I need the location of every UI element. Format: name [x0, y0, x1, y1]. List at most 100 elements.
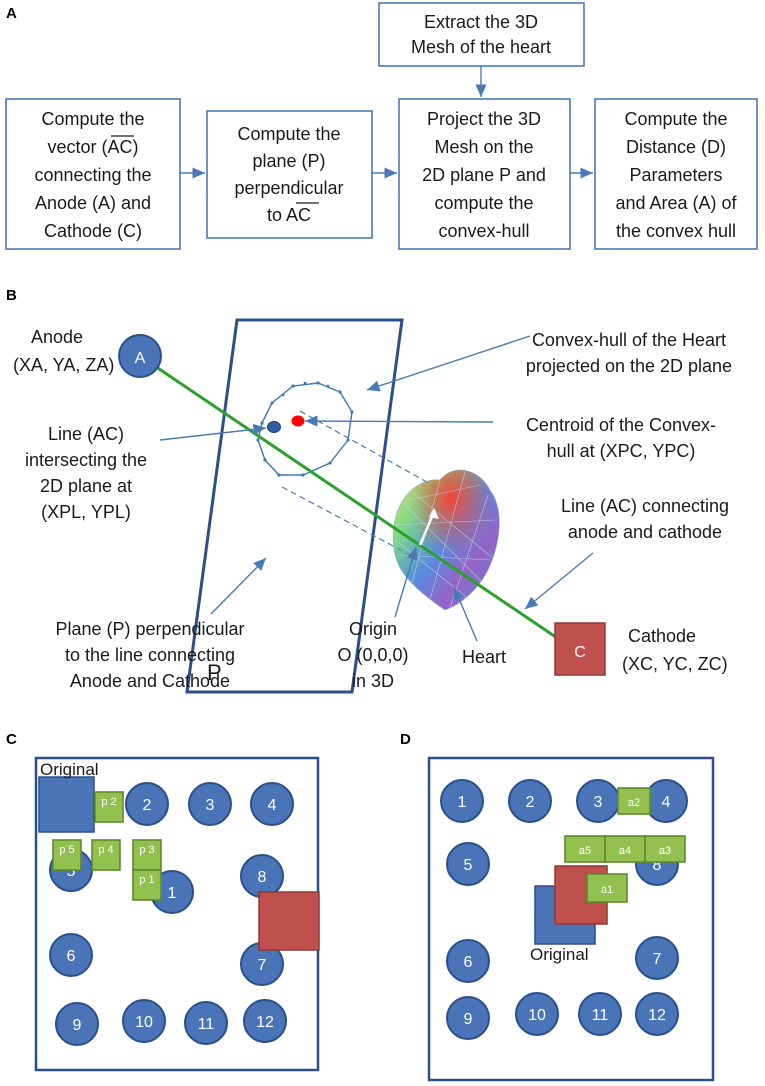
plane-label-1: Plane (P) perpendicular — [55, 619, 244, 639]
electrode-d-9 — [446, 996, 490, 1040]
panel-d-positions: a2 a5 a4 a3 a1 — [564, 787, 686, 903]
svg-text:5: 5 — [464, 857, 473, 874]
plane-label-2: to the line connecting — [65, 645, 235, 665]
box4-line-1: Compute the — [624, 109, 727, 129]
intersect-label-1: Line (AC) — [48, 424, 124, 444]
svg-text:8: 8 — [653, 857, 662, 874]
box2-line-2: plane (P) — [252, 151, 325, 171]
box3-line-4: compute the — [434, 193, 533, 213]
cathode-square — [554, 622, 606, 676]
box1-line-1: Compute the — [41, 109, 144, 129]
flow-top-line-2: Mesh of the heart — [411, 37, 551, 57]
box4-line-2: Distance (D) — [626, 137, 726, 157]
flow-box-compute-vector: Compute the vector (AC) connecting the A… — [5, 98, 181, 250]
svg-text:a3: a3 — [659, 845, 671, 857]
electrode-c-11 — [184, 1001, 228, 1045]
line-label-1: Line (AC) connecting — [561, 496, 729, 516]
origin-label-2: O (0,0,0) — [337, 645, 408, 665]
svg-text:3: 3 — [206, 797, 215, 814]
svg-text:a5: a5 — [579, 845, 591, 857]
box4-line-4: and Area (A) of — [615, 193, 737, 213]
plane-letter: P — [207, 660, 222, 685]
heart-mesh — [392, 469, 500, 611]
projection-line-2 — [281, 486, 411, 556]
position-p4 — [91, 839, 121, 871]
origin-label-1: Origin — [349, 619, 397, 639]
panel-c-electrodes: 2 3 4 8 5 1 6 7 9 10 11 12 — [49, 782, 294, 1046]
svg-text:7: 7 — [653, 951, 662, 968]
position-p5 — [52, 839, 82, 871]
flow-box-extract-mesh: Extract the 3D Mesh of the heart — [378, 2, 585, 67]
panel-label-c: C — [6, 731, 17, 748]
svg-text:9: 9 — [73, 1017, 82, 1034]
svg-text:a1: a1 — [601, 884, 613, 896]
centroid-callout-arrow — [304, 415, 494, 427]
hull-label-1: Convex-hull of the Heart — [532, 330, 726, 350]
electrode-c-3 — [188, 782, 232, 826]
intersection-point — [267, 421, 281, 433]
position-a4 — [604, 835, 646, 863]
centroid-point — [291, 415, 305, 427]
flow-box-project-mesh: Project the 3D Mesh on the 2D plane P an… — [398, 98, 571, 250]
centroid-label-2: hull at (XPC, YPC) — [547, 441, 696, 461]
box4-line-5: the convex hull — [616, 221, 736, 241]
svg-text:2: 2 — [143, 797, 152, 814]
svg-text:p 1: p 1 — [139, 874, 154, 886]
hull-label-2: projected on the 2D plane — [526, 356, 732, 376]
svg-text:11: 11 — [592, 1007, 609, 1024]
svg-text:11: 11 — [198, 1016, 215, 1033]
anode-label: Anode — [31, 327, 83, 347]
box1-line-3: connecting the — [34, 165, 151, 185]
original-anode-c — [38, 776, 95, 833]
intersect-label-4: (XPL, YPL) — [41, 502, 131, 522]
cathode-letter: C — [574, 644, 586, 661]
intersect-label-3: 2D plane at — [40, 476, 132, 496]
svg-text:7: 7 — [258, 957, 267, 974]
electrode-d-7 — [635, 936, 679, 980]
line-ac — [139, 354, 573, 650]
heart-callout-arrow — [453, 586, 478, 642]
svg-text:12: 12 — [256, 1014, 274, 1031]
electrode-d-12 — [635, 992, 679, 1036]
electrode-c-9 — [55, 1002, 99, 1046]
anode-letter: A — [135, 350, 146, 367]
svg-text:12: 12 — [648, 1007, 666, 1024]
svg-text:p 3: p 3 — [139, 844, 154, 856]
cathode-square-c — [258, 891, 320, 951]
panel-label-a: A — [6, 5, 17, 22]
svg-text:6: 6 — [67, 948, 76, 965]
svg-text:1: 1 — [168, 885, 177, 902]
box2-line-4: to AC — [267, 205, 311, 225]
svg-text:p 4: p 4 — [98, 844, 113, 856]
electrode-c-4 — [250, 782, 294, 826]
svg-text:p 2: p 2 — [101, 796, 116, 808]
box4-line-3: Parameters — [629, 165, 722, 185]
anode-coords: (XA, YA, ZA) — [13, 355, 114, 375]
box3-line-5: convex-hull — [438, 221, 529, 241]
origin-label-3: in 3D — [352, 671, 394, 691]
centroid-label-1: Centroid of the Convex- — [526, 415, 716, 435]
origin-callout-arrow — [394, 546, 418, 618]
box3-line-1: Project the 3D — [427, 109, 541, 129]
plane-label-3: Anode and Cathode — [70, 671, 230, 691]
heart-label: Heart — [462, 647, 506, 667]
position-a1 — [586, 873, 628, 903]
panel-label-d: D — [400, 731, 411, 748]
electrode-d-2 — [508, 779, 552, 823]
svg-text:4: 4 — [662, 794, 671, 811]
box2-line-1: Compute the — [237, 124, 340, 144]
position-p1 — [132, 869, 162, 901]
svg-text:3: 3 — [594, 794, 603, 811]
svg-text:9: 9 — [464, 1011, 473, 1028]
electrode-c-12 — [243, 999, 287, 1043]
svg-text:1: 1 — [458, 794, 467, 811]
box2-line-3: perpendicular — [234, 178, 343, 198]
electrode-d-11 — [578, 992, 622, 1036]
position-p3 — [132, 839, 162, 871]
flow-top-line-1: Extract the 3D — [424, 12, 538, 32]
plane-p — [185, 318, 404, 694]
electrode-c-2 — [125, 782, 169, 826]
svg-text:10: 10 — [528, 1007, 546, 1024]
projection-line-1 — [299, 410, 451, 496]
